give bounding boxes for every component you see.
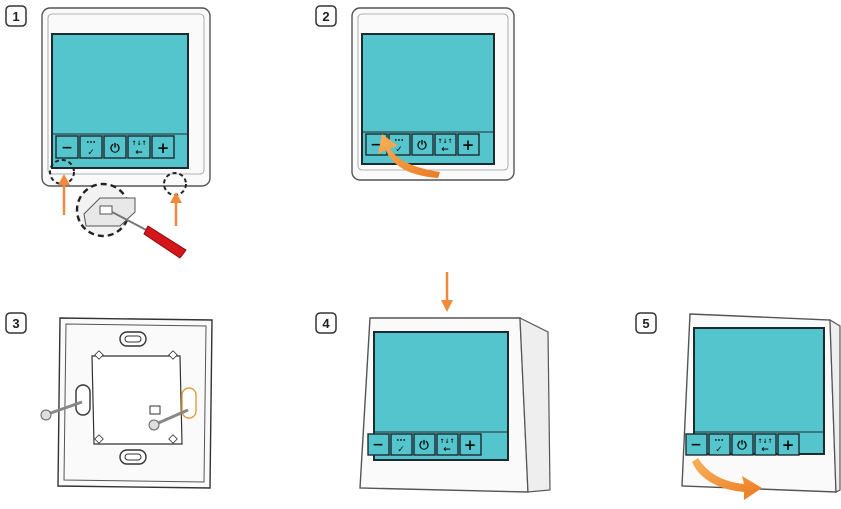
menu-check-icon: ✓ (87, 148, 95, 158)
clip-left-highlight (49, 159, 75, 185)
step-2-badge (315, 5, 337, 27)
screw-icon (148, 408, 189, 431)
menu-check-icon: ✓ (395, 145, 403, 155)
curved-arrow-icon (692, 458, 762, 500)
step-1-badge (5, 5, 27, 27)
plus-button[interactable] (151, 135, 175, 159)
power-icon: ⏻ (419, 438, 429, 452)
plus-button[interactable] (777, 433, 800, 456)
plus-button[interactable] (459, 433, 482, 456)
minus-icon: − (372, 437, 384, 453)
mode-arrows-icon: ↑↓↑ (439, 438, 454, 445)
menu-dots-icon: ••• (86, 140, 96, 146)
minus-icon: − (61, 140, 73, 156)
mode-back-icon: ← (135, 148, 143, 158)
mode-button[interactable] (127, 135, 151, 159)
power-button[interactable] (731, 433, 754, 456)
button-row: − ••• ✓ ⏻ ↑↓↑ ← + (685, 433, 800, 456)
minus-icon: − (370, 137, 382, 153)
mode-arrows-icon: ↑↓↑ (131, 140, 146, 147)
plus-button[interactable] (457, 133, 480, 156)
mode-arrows-icon: ↑↓↑ (757, 438, 772, 445)
menu-button[interactable] (79, 135, 103, 159)
plus-icon: + (157, 139, 170, 157)
menu-dots-icon: ••• (714, 438, 724, 444)
button-row: − ••• ✓ ⏻ ↑↓↑ ← + (367, 433, 482, 456)
step-4-number: 4 (322, 316, 330, 331)
plus-icon: + (462, 136, 475, 154)
power-icon: ⏻ (737, 438, 747, 452)
minus-button[interactable] (367, 433, 390, 456)
menu-dots-icon: ••• (396, 438, 406, 444)
mode-button[interactable] (754, 433, 777, 456)
menu-dots-icon: ••• (394, 138, 404, 144)
step-1: 1 − ••• ✓ ⏻ ↑↓↑ ← + (5, 5, 211, 259)
menu-check-icon: ✓ (397, 445, 405, 455)
step-2: 2 − ••• ✓ ⏻ ↑↓↑ ← + (315, 5, 515, 181)
power-button[interactable] (411, 133, 434, 156)
minus-button[interactable] (55, 135, 79, 159)
screw-icon (40, 400, 83, 421)
step-4: 4 − ••• ✓ ⏻ ↑↓↑ ← + (315, 272, 551, 493)
step-3: 3 (5, 312, 213, 489)
menu-button[interactable] (708, 433, 731, 456)
button-row: − ••• ✓ ⏻ ↑↓↑ ← + (55, 135, 175, 159)
arrow-down-icon (441, 272, 453, 312)
thermostat-screen (693, 327, 825, 455)
mode-back-icon: ← (761, 445, 769, 455)
menu-button[interactable] (390, 433, 413, 456)
arrow-up-icon (58, 174, 70, 215)
menu-check-icon: ✓ (715, 445, 723, 455)
plus-icon: + (782, 436, 795, 454)
mode-button[interactable] (434, 133, 457, 156)
step-5-badge (635, 312, 657, 334)
power-icon: ⏻ (110, 141, 120, 155)
mode-arrows-icon: ↑↓↑ (437, 138, 452, 145)
step-5-number: 5 (642, 316, 649, 331)
step-3-number: 3 (12, 316, 19, 331)
power-button[interactable] (103, 135, 127, 159)
curved-arrow-icon (378, 134, 440, 178)
step-1-number: 1 (12, 9, 19, 24)
step-3-badge (5, 312, 27, 334)
mode-button[interactable] (436, 433, 459, 456)
plus-icon: + (464, 436, 477, 454)
mode-back-icon: ← (441, 145, 449, 155)
minus-icon: − (690, 437, 702, 453)
step-2-number: 2 (322, 9, 329, 24)
screwdriver-icon (111, 211, 187, 259)
step-5: 5 − ••• ✓ ⏻ ↑↓↑ ← + (635, 312, 841, 500)
power-icon: ⏻ (417, 138, 427, 152)
minus-button[interactable] (685, 433, 708, 456)
step-4-badge (315, 312, 337, 334)
power-button[interactable] (413, 433, 436, 456)
arrow-up-icon (170, 192, 182, 226)
mode-back-icon: ← (443, 445, 451, 455)
